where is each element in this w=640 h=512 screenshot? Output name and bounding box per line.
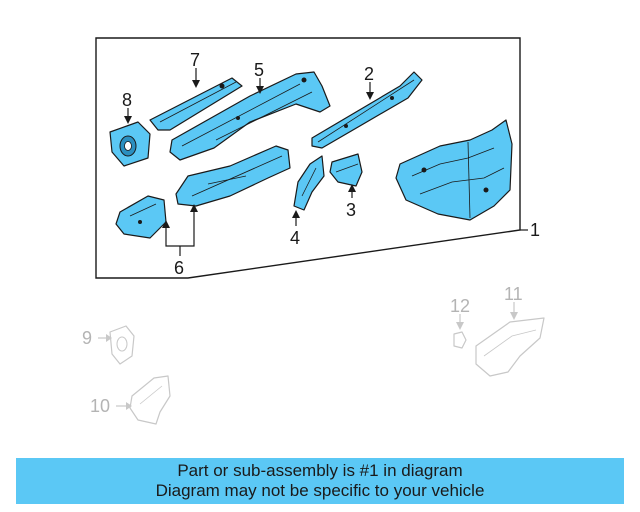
- callout-10: 10: [90, 396, 110, 416]
- part-4-gusset[interactable]: [293, 155, 325, 211]
- banner-line-1: Part or sub-assembly is #1 in diagram: [177, 461, 463, 480]
- callout-3: 3: [346, 200, 356, 220]
- part-2-reinforcement[interactable]: [311, 71, 423, 149]
- callout-6: 6: [174, 258, 184, 278]
- part-7-upper-rail[interactable]: [149, 77, 243, 131]
- callout-12: 12: [450, 296, 470, 316]
- callout-5: 5: [254, 60, 264, 80]
- part-8-end-cap[interactable]: [109, 121, 151, 167]
- part-3-small-bracket[interactable]: [329, 153, 363, 187]
- part-11-panel-faded[interactable]: [475, 302, 545, 377]
- callout-1: 1: [530, 220, 540, 240]
- callout-8: 8: [122, 90, 132, 110]
- assembly-frame: [95, 37, 521, 279]
- apron-panel[interactable]: [395, 119, 513, 221]
- info-banner: Part or sub-assembly is #1 in diagram Di…: [16, 458, 624, 504]
- part-6-lower-rail[interactable]: [175, 145, 291, 207]
- part-6-bracket[interactable]: [115, 195, 167, 239]
- part-5-main-rail[interactable]: [169, 71, 331, 161]
- banner-line-2: Diagram may not be specific to your vehi…: [155, 481, 485, 500]
- callout-2: 2: [364, 64, 374, 84]
- callout-9: 9: [82, 328, 92, 348]
- callout-4: 4: [290, 228, 300, 248]
- callout-11: 11: [504, 284, 523, 304]
- callout-7: 7: [190, 50, 200, 70]
- part-9-bracket-faded[interactable]: [98, 325, 135, 365]
- leader-arrows: [124, 68, 374, 256]
- part-12-clip-faded[interactable]: [453, 314, 467, 349]
- part-10-mount-faded[interactable]: [116, 375, 171, 425]
